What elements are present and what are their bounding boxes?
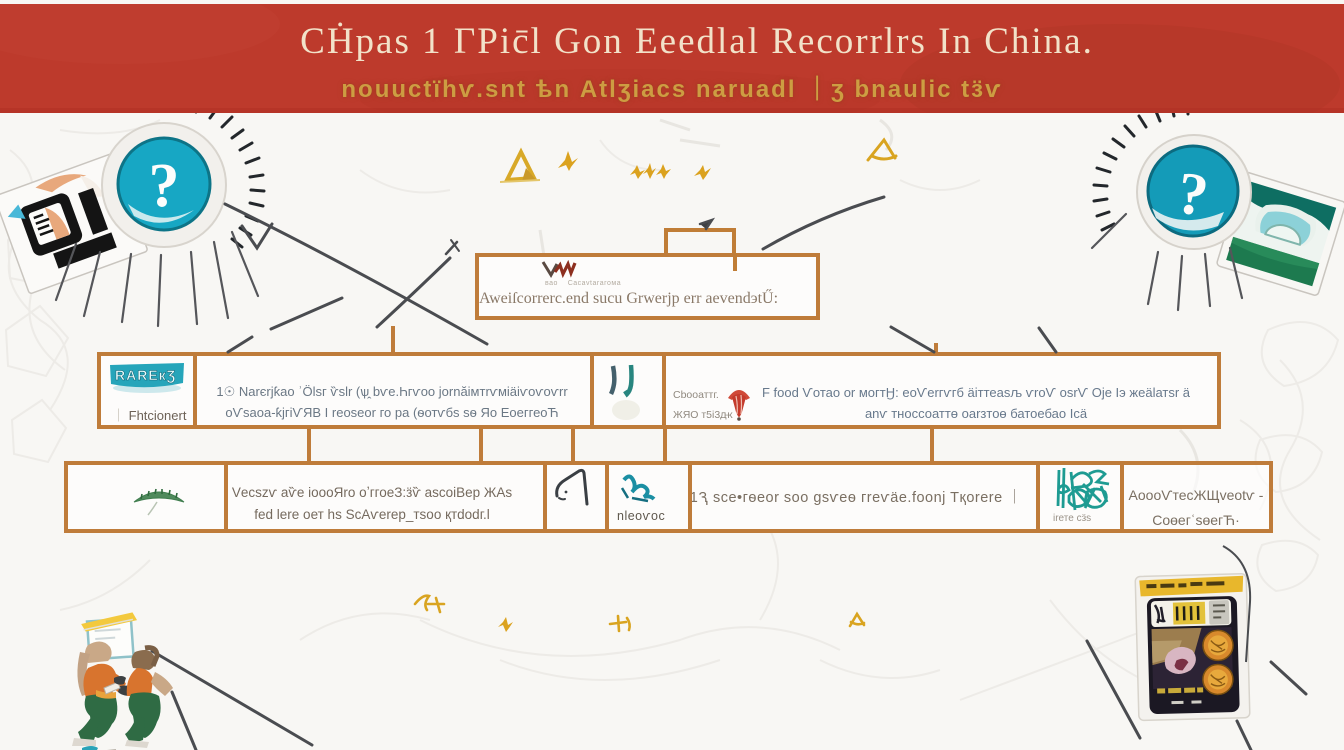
svg-text:?: ? bbox=[149, 152, 180, 220]
svg-text:RARЕкƷ: RARЕкƷ bbox=[115, 367, 176, 383]
